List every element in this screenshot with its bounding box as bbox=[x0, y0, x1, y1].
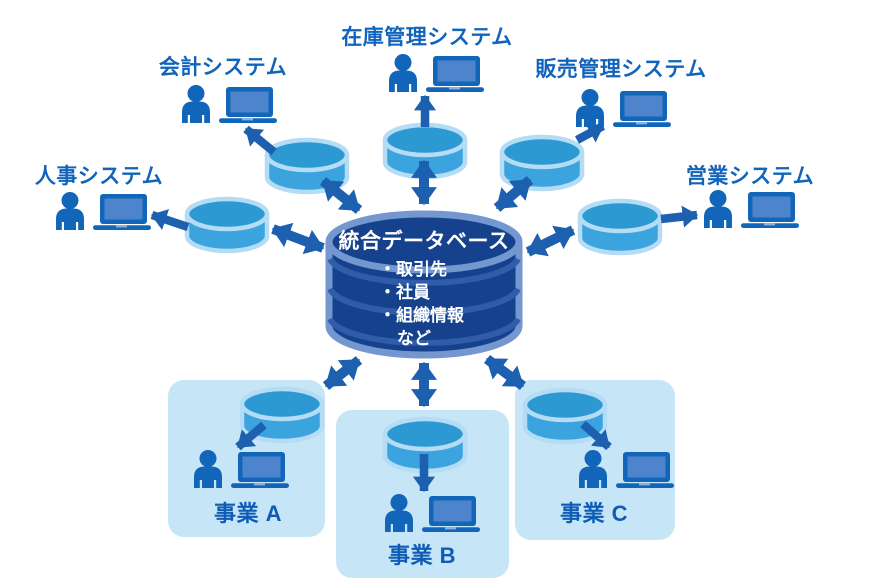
inventory-user-laptop-icon bbox=[389, 54, 484, 92]
sales-user-laptop-icon bbox=[704, 190, 799, 228]
sales-database-icon bbox=[580, 201, 660, 253]
business-c-flow-arrow-icon bbox=[580, 420, 612, 451]
sales-mgmt-flow-arrow-icon bbox=[574, 122, 606, 144]
sales-mgmt-user-laptop-icon bbox=[576, 89, 671, 127]
hr-sync-arrow-icon bbox=[271, 222, 325, 255]
business-c-sync-arrow-icon bbox=[484, 355, 526, 390]
business-a-flow-arrow-icon bbox=[235, 421, 267, 451]
label-hr-system: 人事システム bbox=[34, 165, 164, 188]
accounting-flow-arrow-icon bbox=[243, 125, 277, 156]
accounting-sync-arrow-icon bbox=[319, 177, 363, 214]
hr-database-icon bbox=[187, 199, 267, 251]
label-sales-system: 営業システム bbox=[685, 165, 815, 188]
accounting-database-icon bbox=[267, 140, 347, 192]
sales-mgmt-sync-arrow-icon bbox=[493, 176, 534, 212]
sales-mgmt-database-icon bbox=[502, 137, 582, 189]
label-business-c: 事業 C bbox=[559, 501, 629, 526]
sales-sync-arrow-icon bbox=[525, 225, 576, 257]
central-database-icon bbox=[325, 210, 523, 359]
hr-user-laptop-icon bbox=[56, 192, 151, 230]
hr-flow-arrow-icon bbox=[150, 209, 190, 232]
accounting-user-laptop-icon bbox=[182, 85, 277, 123]
label-inventory-system: 在庫管理システム bbox=[341, 26, 513, 49]
label-business-a: 事業 A bbox=[213, 501, 283, 526]
label-accounting-system: 会計システム bbox=[158, 56, 288, 79]
sales-flow-arrow-icon bbox=[660, 205, 699, 228]
business-a-sync-arrow-icon bbox=[322, 356, 363, 390]
label-sales-mgmt-system: 販売管理システム bbox=[535, 58, 707, 81]
label-business-b: 事業 B bbox=[387, 543, 457, 568]
